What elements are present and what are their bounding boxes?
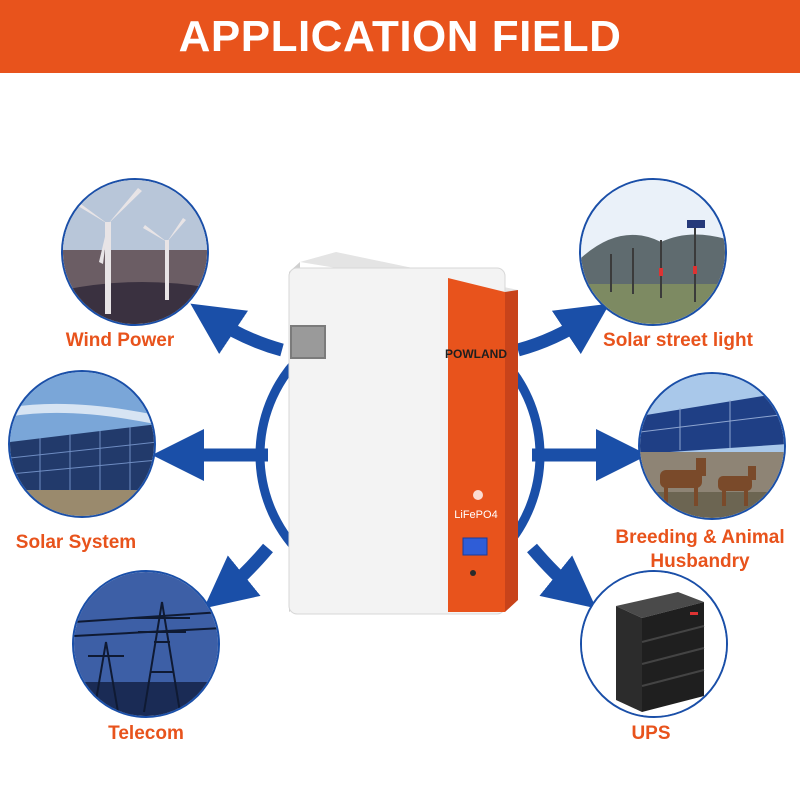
app-label-ups: UPS <box>631 723 671 744</box>
page-title: APPLICATION FIELD <box>178 11 622 61</box>
arrow-ups <box>527 543 597 609</box>
app-label-breeding-line2: Husbandry <box>650 551 750 572</box>
power-button <box>470 570 476 576</box>
arrow-wind <box>190 303 284 357</box>
handle-grip <box>290 325 326 359</box>
app-label-breeding-line1: Breeding & Animal <box>615 527 785 548</box>
app-label-solar-street-light: Solar street light <box>603 330 753 351</box>
telecom-image <box>72 570 220 718</box>
solar-system-image <box>8 370 156 518</box>
breeding-animal-husbandry-image <box>638 372 786 520</box>
arrow-telecom <box>203 543 273 609</box>
lcd-display <box>462 537 488 556</box>
ups-image <box>580 570 728 718</box>
app-label-wind-power: Wind Power <box>65 330 175 351</box>
app-label-solar-system: Solar System <box>15 532 137 553</box>
brand-logo-text: POWLAND <box>445 347 507 361</box>
arrow-street-light <box>516 303 610 357</box>
app-label-telecom: Telecom <box>108 723 184 744</box>
app-label-breeding: Breeding & Animal Husbandry <box>602 526 798 574</box>
chemistry-label: LiFePO4 <box>454 509 497 521</box>
wind-power-image <box>61 178 209 326</box>
header-banner: APPLICATION FIELD <box>0 0 800 73</box>
solar-street-light-image <box>579 178 727 326</box>
